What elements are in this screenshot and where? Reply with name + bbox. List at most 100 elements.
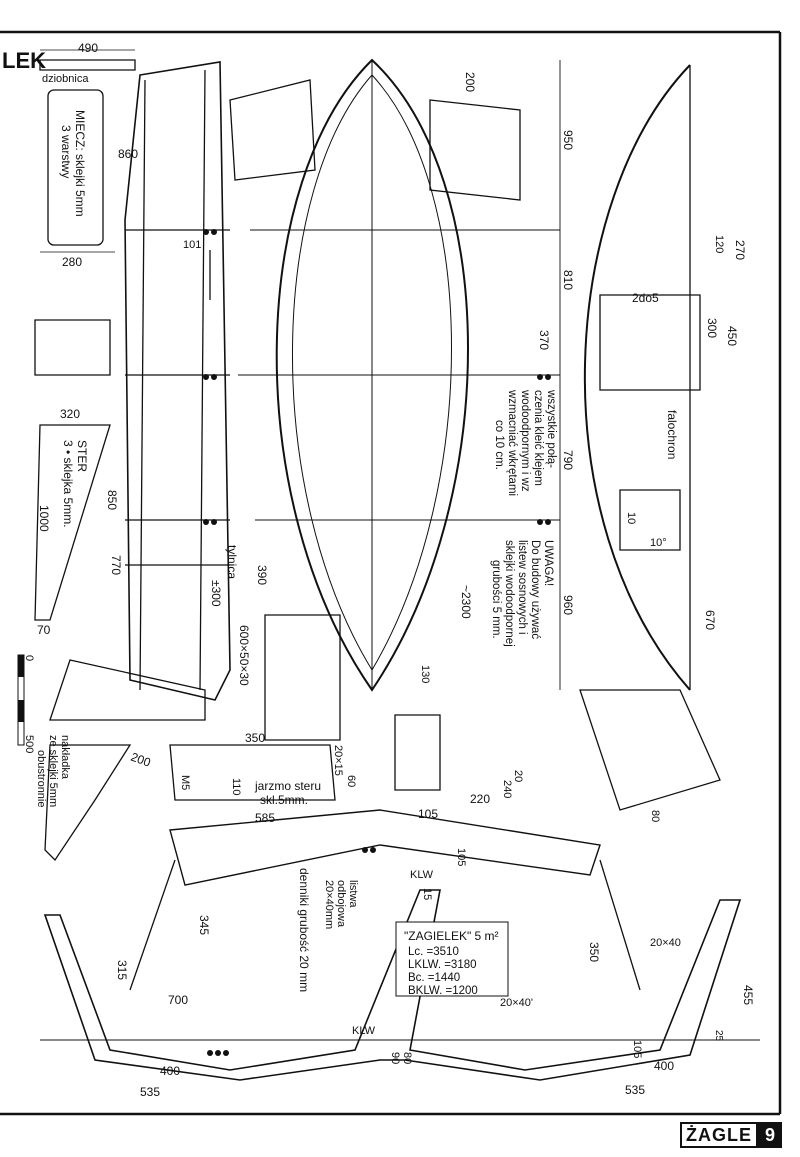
rudder-yoke [169, 744, 336, 801]
note-uwaga-2: Do budowy używać [529, 540, 541, 639]
label-listwa-2: odbojowa [335, 880, 347, 928]
dim-320: 320 [60, 407, 80, 421]
dim-535-left: 535 [140, 1085, 160, 1099]
dim-20x40-right: 20×40 [650, 937, 681, 949]
dim-585: 585 [255, 811, 275, 825]
dim-810: 810 [561, 270, 575, 290]
dim-535-right: 535 [625, 1083, 645, 1097]
side-profile-arc [584, 64, 691, 691]
dim-950: 950 [561, 130, 575, 150]
note-uwaga-3: listew sosnowych i [516, 540, 528, 635]
dim-101: 101 [183, 239, 201, 251]
dim-345: 345 [197, 915, 211, 935]
dim-105: 105 [418, 807, 438, 821]
note-uwaga-5: grubości 5 mm. [490, 560, 502, 639]
note-glue-5: co 10 cm. [493, 420, 505, 470]
dim-770: 770 [109, 555, 123, 575]
detail-joint [394, 714, 441, 791]
dim-315: 315 [115, 960, 129, 980]
label-dziobnica: dziobnica [42, 73, 89, 85]
dim-270: 270 [733, 240, 747, 260]
spec-row-bc: Bc. =1440 [408, 972, 460, 984]
label-jarzmo-2: skl.5mm. [260, 793, 308, 807]
label-tylnica: tylnica [225, 545, 239, 579]
dim-240: 240 [501, 780, 513, 798]
side-frame-outline [124, 61, 231, 701]
cross-section-outline [43, 889, 742, 1081]
dim-700: 700 [168, 993, 188, 1007]
dim-280: 280 [62, 255, 82, 269]
dim-90: 90 [389, 1052, 401, 1064]
dim-350: 350 [245, 731, 265, 745]
note-miecz-1: MIECZ: sklejki 5mm [73, 110, 87, 217]
spec-title: "ZAGIELEK" 5 m² [404, 929, 499, 943]
thwart-beam [169, 809, 601, 886]
dim-400-right: 400 [654, 1059, 674, 1073]
note-ster-2: 3 • sklejka 5mm. [61, 440, 75, 528]
detail-falochron [599, 294, 701, 391]
note-uwaga-4: sklejki wodoodpornej [503, 540, 515, 647]
dim-20x15: 20×15 [332, 745, 344, 776]
detail-angle [619, 489, 681, 551]
page-number: 9 [758, 1122, 783, 1148]
transom-block [34, 319, 111, 376]
dim-15: 15 [421, 888, 433, 900]
label-falochron: falochron [665, 410, 679, 459]
note-nakladka-3: obustronnie [35, 750, 47, 808]
dim-105-center: 105 [455, 848, 467, 866]
note-ster-1: STER [75, 440, 89, 472]
note-nakladka-2: ze sklejki 5mm [47, 735, 59, 807]
dim-790: 790 [561, 450, 575, 470]
label-klw-top: KLW [410, 869, 434, 881]
note-uwaga-1: UWAGA! [542, 540, 554, 586]
dim-300: 300 [705, 318, 719, 338]
label-listwa-3: 20×40mm [323, 880, 335, 929]
dim-200b: 200 [129, 750, 153, 770]
detail-fin [264, 614, 341, 741]
dim-10deg: 10° [650, 537, 667, 549]
label-klw-bottom: KLW [352, 1025, 376, 1037]
dim-370: 370 [537, 330, 551, 350]
note-miecz-2: 3 warstwy [59, 125, 73, 178]
centerboard-outline [47, 89, 104, 246]
tiller-fin [49, 659, 206, 721]
dim-400-left: 400 [160, 1064, 180, 1078]
magazine-footer: ŻAGLE 9 [680, 1122, 783, 1148]
dim-20x40-center: 20×40' [500, 997, 533, 1009]
magazine-name: ŻAGLE [680, 1122, 758, 1148]
dim-600x50x30: 600×50×30 [237, 625, 251, 686]
note-nakladka-1: nakładka [59, 735, 71, 780]
label-denniki: denniki grubość 20 mm [297, 868, 311, 992]
dim-80: 80 [649, 810, 661, 822]
dim-120: 120 [713, 235, 725, 253]
dim-70: 70 [37, 623, 51, 637]
dim-1000: 1000 [37, 505, 51, 532]
dim-490: 490 [78, 41, 98, 55]
scale-0: 0 [23, 655, 35, 661]
dim-80b: 80 [401, 1052, 413, 1064]
dim-105b: 105 [631, 1040, 643, 1058]
dim-pm300: ±300 [209, 580, 223, 607]
dim-860: 860 [118, 147, 138, 161]
dim-20: 20 [512, 770, 524, 782]
dim-200: 200 [463, 72, 477, 92]
dim-25: 25 [713, 1030, 724, 1042]
dim-450: 450 [725, 326, 739, 346]
dim-960: 960 [561, 595, 575, 615]
rudder-outline [34, 424, 111, 621]
title-fragment: LEK [2, 48, 46, 73]
scale-500: 500 [23, 735, 35, 753]
dim-350b: 350 [587, 942, 601, 962]
note-glue-4: wzmacniać wkrętami [506, 389, 518, 496]
dim-60: 60 [345, 775, 357, 787]
dim-670: 670 [703, 610, 717, 630]
note-glue-1: wszystkie połą- [545, 389, 557, 468]
detail-deck-joint [429, 99, 521, 201]
spec-row-bklw: BKLW. =1200 [408, 985, 478, 997]
dim-2300: ~2300 [459, 585, 473, 619]
detail-perspective [579, 689, 721, 811]
dim-2do5: 2do5 [632, 291, 659, 305]
spec-row-lklw: LKLW. =3180 [408, 959, 477, 971]
note-glue-3: wodoodpornym i wz [519, 389, 531, 492]
